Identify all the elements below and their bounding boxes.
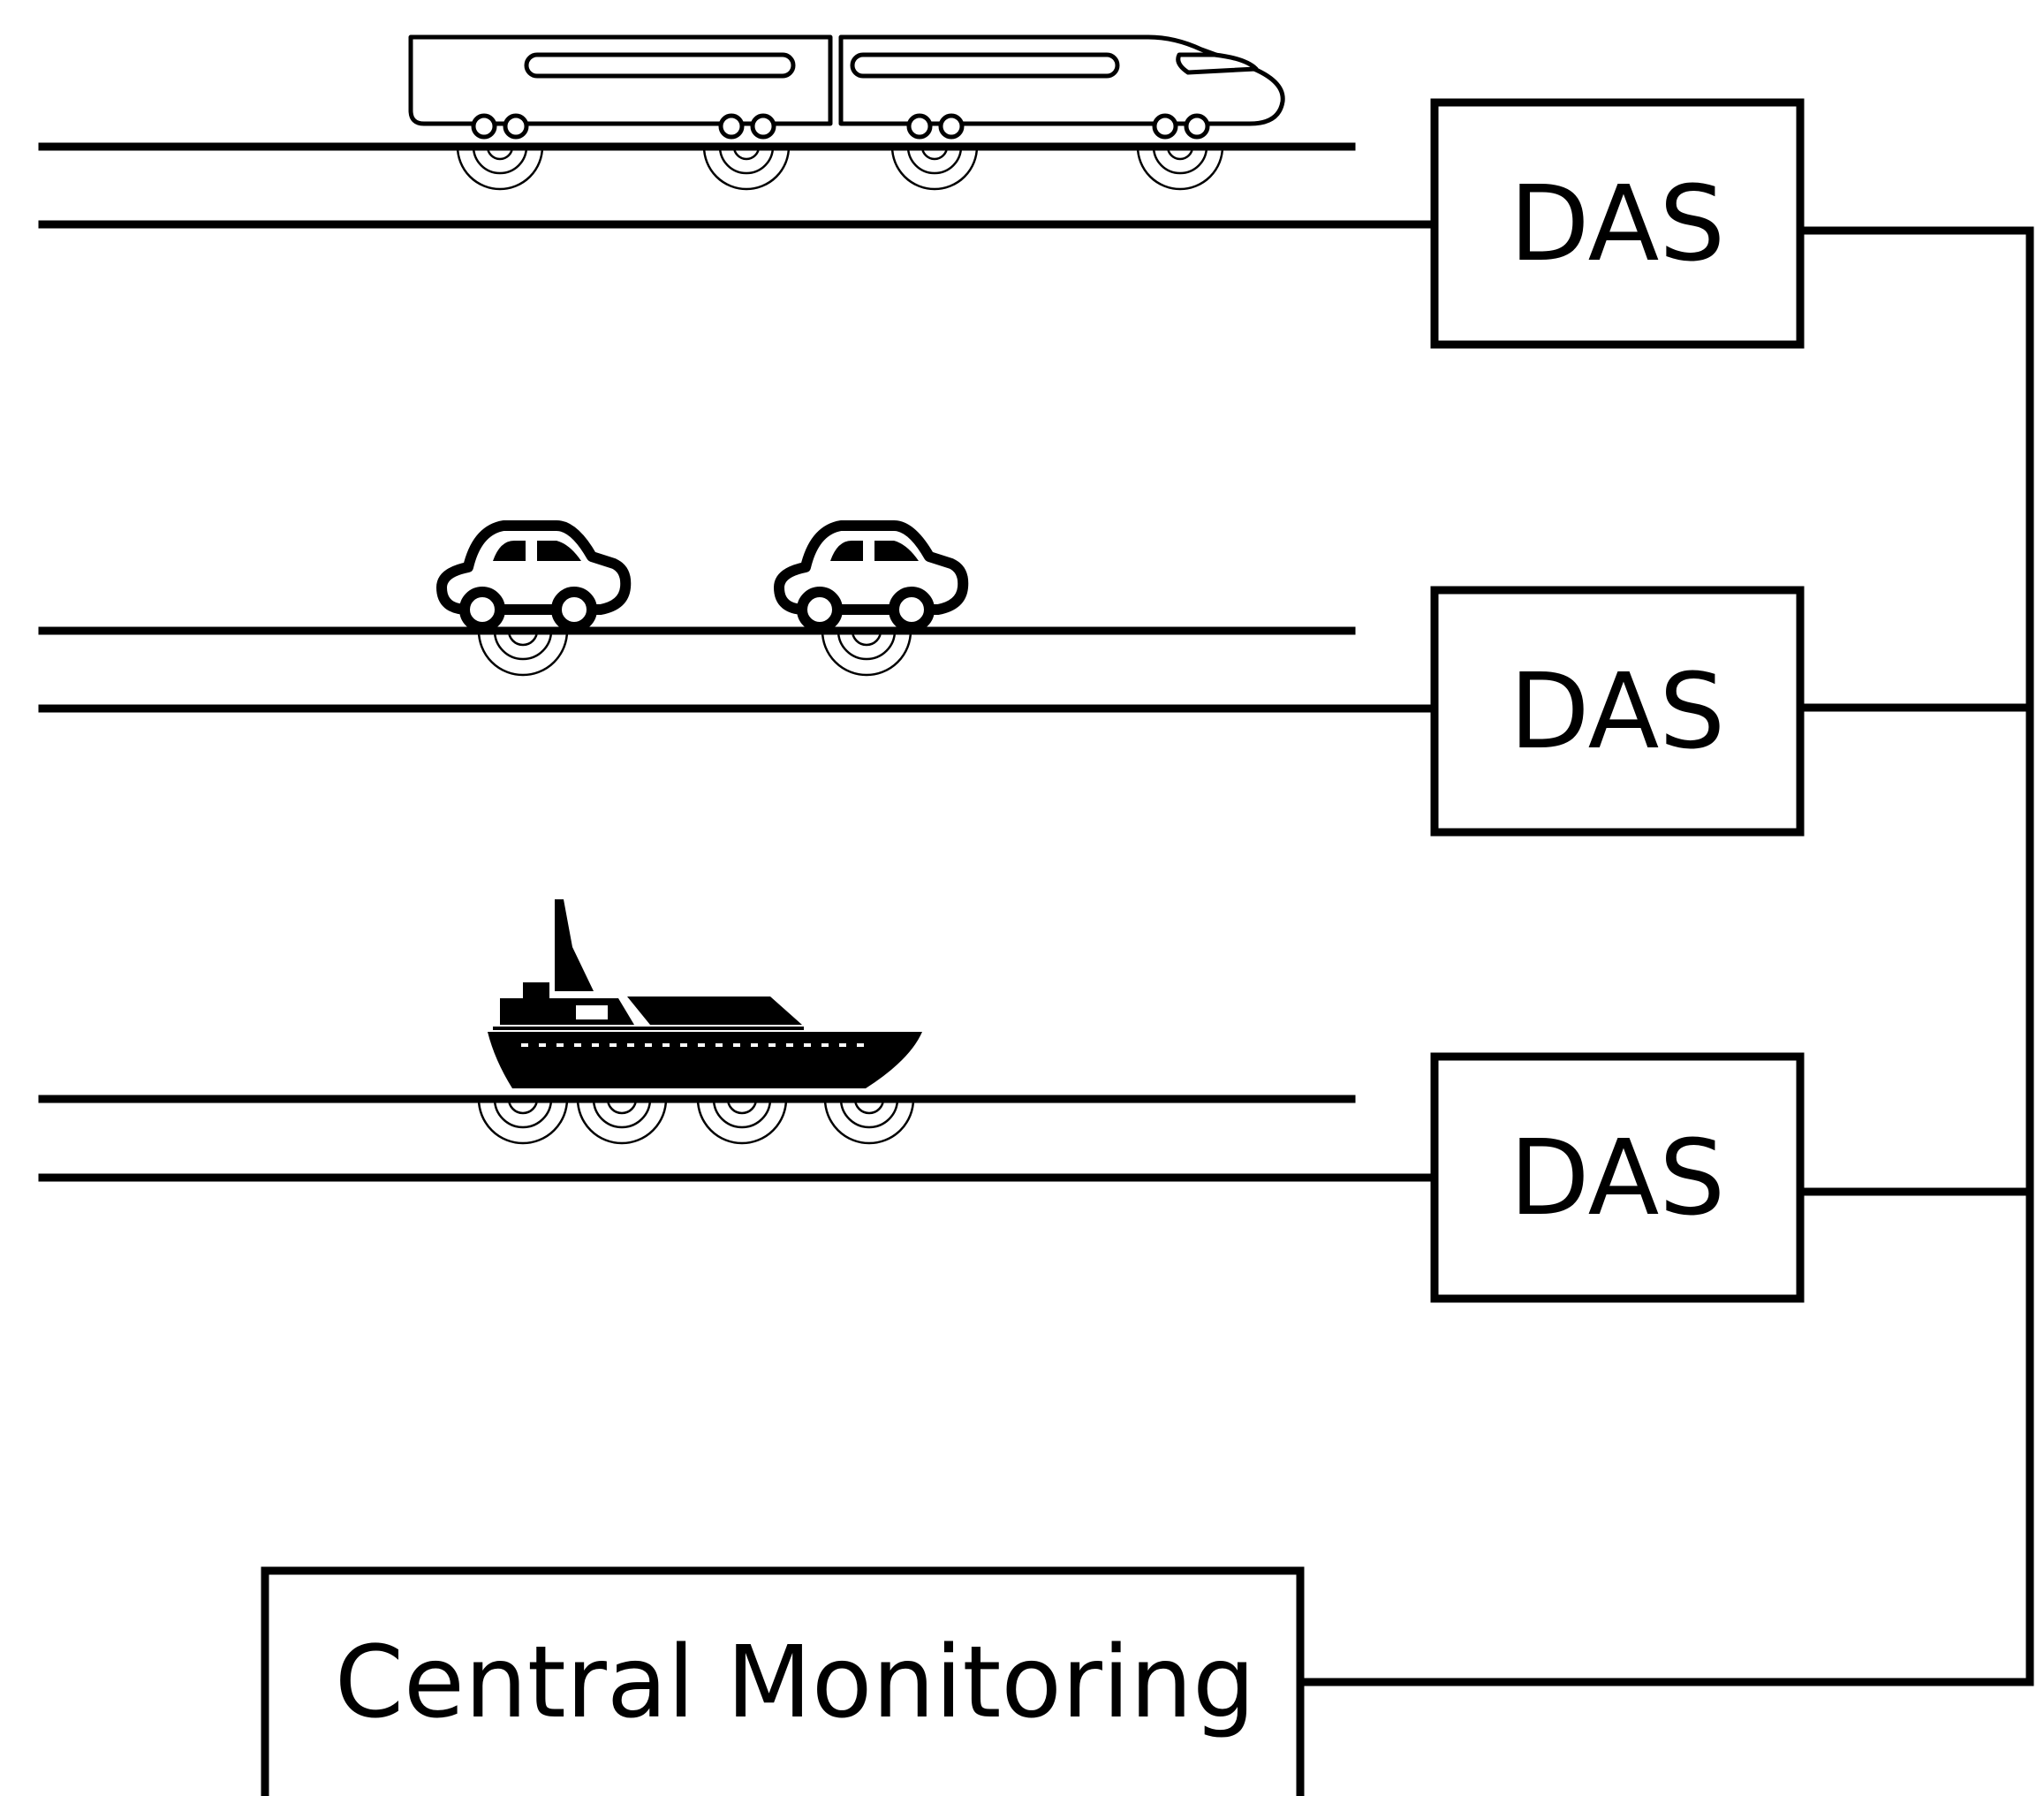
das-label: DAS: [1510, 650, 1725, 772]
car-icon: [436, 520, 632, 633]
das-box: [1430, 1052, 1805, 1303]
central-monitoring-label: Central Monitoring: [335, 1625, 1255, 1740]
das-label: DAS: [1510, 163, 1725, 284]
car-icon: [774, 520, 969, 633]
train-lane: DAS: [38, 34, 2031, 349]
road-vibration-waves: [477, 630, 912, 677]
central-monitoring-box: [261, 1566, 1305, 1796]
road-lane: DAS: [38, 520, 2031, 837]
train-icon: [408, 34, 1285, 140]
train-vibration-waves: [456, 146, 1224, 191]
das-box: [1430, 98, 1805, 349]
waterway-lane: DAS: [38, 899, 2031, 1303]
ship-icon: [488, 899, 922, 1088]
das-label: DAS: [1510, 1117, 1725, 1239]
waterway-vibration-waves: [477, 1098, 915, 1145]
